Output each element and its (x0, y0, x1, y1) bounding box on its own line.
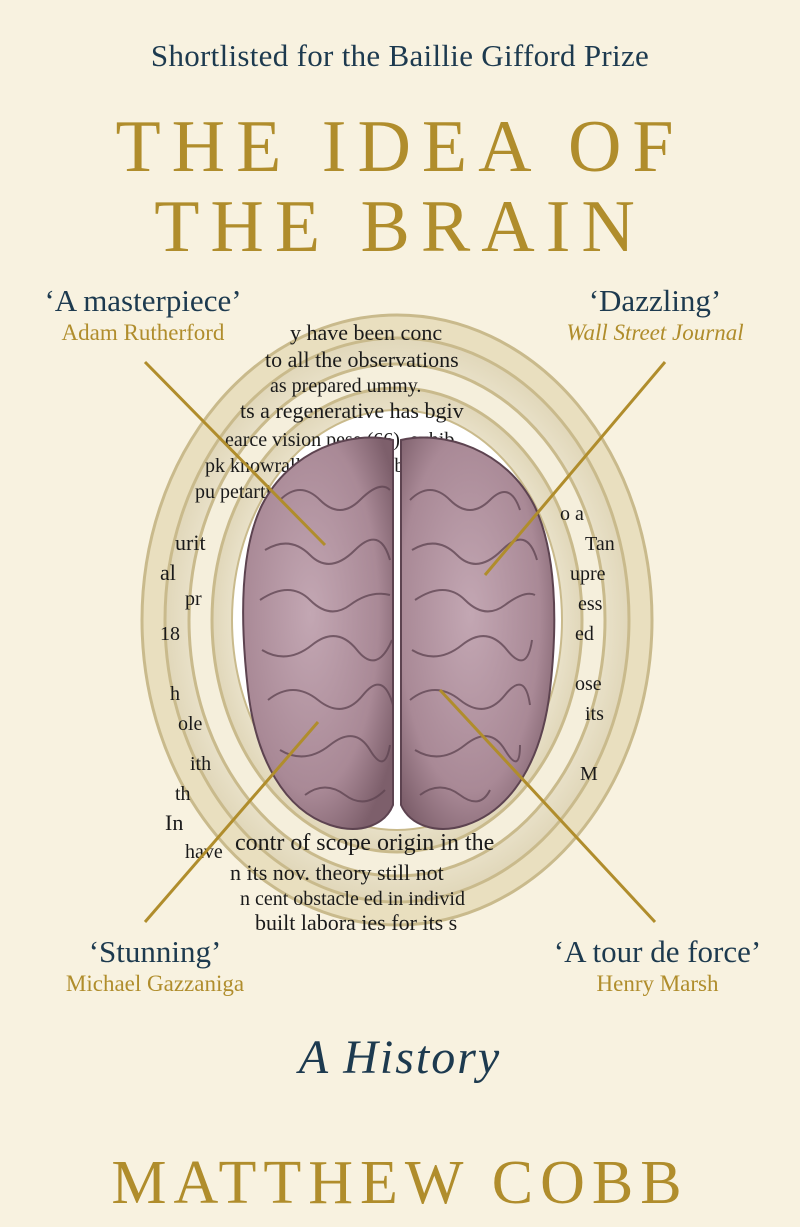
quote-attribution: Henry Marsh (596, 971, 719, 996)
prize-banner: Shortlisted for the Baillie Gifford Priz… (150, 38, 650, 73)
svg-text:M: M (580, 763, 598, 785)
svg-text:o a: o a (560, 503, 584, 525)
svg-text:earce vision pese (66). exhib: earce vision pese (66). exhib (225, 429, 454, 451)
svg-text:y have been conc: y have been conc (290, 320, 442, 345)
svg-text:contr of scope origin in the: contr of scope origin in the (235, 830, 494, 856)
quote-text: ‘A masterpiece’ (44, 283, 242, 318)
svg-text:upre: upre (570, 563, 606, 585)
quote-text: ‘A tour de force’ (553, 934, 762, 969)
author-name: MATTHEW COBB (111, 1149, 689, 1217)
svg-text:urit: urit (175, 530, 206, 555)
svg-text:al: al (160, 560, 176, 585)
quote-text: ‘Stunning’ (88, 934, 222, 969)
quote-masterpiece: ‘A masterpiece’ Adam Rutherford (18, 283, 268, 347)
book-subtitle: A History (298, 1031, 502, 1084)
connector-lines (143, 360, 667, 924)
quote-attribution: Wall Street Journal (566, 320, 744, 345)
quote-tour-de-force: ‘A tour de force’ Henry Marsh (515, 934, 800, 998)
quote-dazzling: ‘Dazzling’ Wall Street Journal (530, 283, 780, 347)
quote-attribution: Michael Gazzaniga (65, 971, 245, 996)
quote-stunning: ‘Stunning’ Michael Gazzaniga (30, 934, 280, 998)
quote-attribution: Adam Rutherford (61, 320, 225, 345)
svg-text:18: 18 (160, 623, 180, 645)
svg-text:ose: ose (575, 673, 602, 695)
svg-text:n its nov. theory still not: n its nov. theory still not (230, 860, 444, 885)
title-line-1: THE IDEA OF (115, 106, 685, 188)
svg-text:as prepared ummy.: as prepared ummy. (270, 375, 421, 397)
svg-text:to all the observations: to all the observations (265, 347, 459, 372)
svg-text:ith: ith (190, 753, 211, 775)
svg-text:h: h (170, 683, 180, 705)
svg-text:th: th (175, 783, 191, 805)
svg-text:n cent obstacle ed in individ: n cent obstacle ed in individ (240, 888, 465, 910)
svg-text:ole: ole (178, 713, 203, 735)
svg-text:pr: pr (185, 588, 202, 610)
svg-text:its: its (585, 703, 604, 725)
svg-text:ed: ed (575, 623, 594, 645)
svg-text:ess: ess (578, 593, 603, 615)
quote-text: ‘Dazzling’ (588, 283, 722, 318)
brain (242, 436, 556, 830)
svg-text:Tan: Tan (585, 533, 615, 555)
svg-text:ts a regenerative has bgiv: ts a regenerative has bgiv (240, 398, 464, 423)
svg-text:In: In (165, 810, 183, 835)
svg-text:built labora ies for its s: built labora ies for its s (255, 910, 457, 935)
title-line-2: THE BRAIN (154, 186, 646, 268)
